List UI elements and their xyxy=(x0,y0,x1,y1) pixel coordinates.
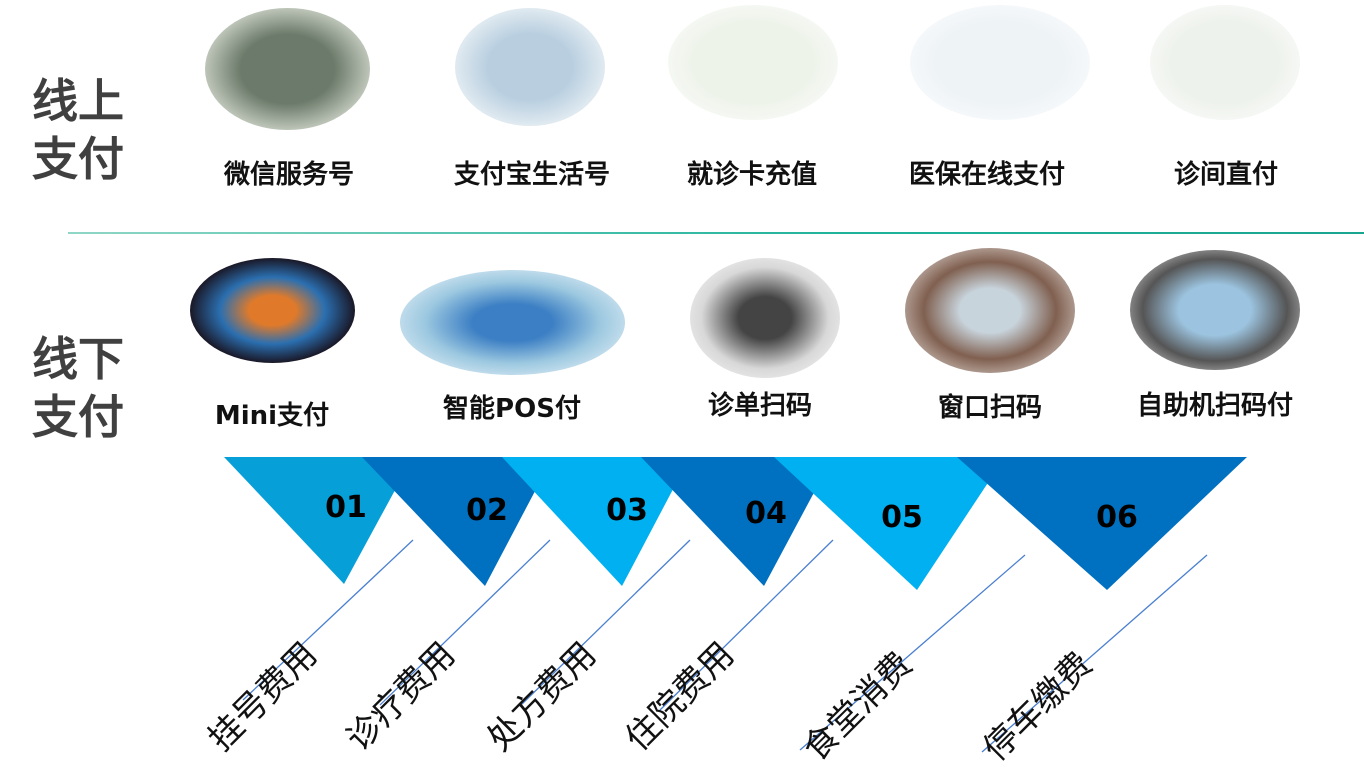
step-guide-line xyxy=(379,539,551,706)
card-recharge-screenshot xyxy=(668,5,838,120)
step-number: 01 xyxy=(325,490,367,525)
step-triangle-03 xyxy=(502,457,690,586)
caption-kiosk-scan: 自助机扫码付 xyxy=(1136,391,1294,421)
caption-card-recharge: 就诊卡充值 xyxy=(686,160,818,190)
caption-smart-pos: 智能POS付 xyxy=(443,394,581,424)
mini-tablet-photo xyxy=(190,258,355,363)
step-number: 02 xyxy=(466,493,508,528)
kiosk-scan-photo xyxy=(1130,250,1300,370)
clinic-direct-pay-screenshot xyxy=(1150,5,1300,120)
offline-payment-title: 线下支付 xyxy=(32,332,124,444)
caption-insurance: 医保在线支付 xyxy=(908,160,1066,190)
caption-window-scan: 窗口扫码 xyxy=(937,393,1043,423)
step-triangle-05 xyxy=(774,457,1005,590)
step-triangle-06 xyxy=(957,457,1247,590)
step-guide-line xyxy=(981,554,1208,753)
step-guide-line xyxy=(799,554,1026,751)
bill-scan-photo xyxy=(690,258,840,378)
window-scan-photo xyxy=(905,248,1075,373)
caption-clinic-pay: 诊间直付 xyxy=(1173,160,1279,190)
section-divider xyxy=(68,232,1364,234)
step-guide-line xyxy=(520,539,691,706)
step-triangle-01 xyxy=(224,457,413,584)
insurance-payment-screenshot xyxy=(910,5,1090,120)
step-number: 06 xyxy=(1096,500,1138,535)
caption-wechat: 微信服务号 xyxy=(223,160,355,190)
step-number: 05 xyxy=(881,500,923,535)
caption-mini-pay: Mini支付 xyxy=(214,401,330,431)
alipay-photo xyxy=(455,8,605,126)
step-number: 04 xyxy=(745,496,787,531)
online-payment-title: 线上支付 xyxy=(32,74,124,186)
step-guide-line xyxy=(242,539,414,701)
caption-alipay: 支付宝生活号 xyxy=(453,160,611,190)
step-guide-line xyxy=(659,539,834,711)
wechat-payment-photo xyxy=(205,8,370,130)
step-number: 03 xyxy=(606,493,648,528)
caption-bill-scan: 诊单扫码 xyxy=(707,391,813,421)
pos-terminal-photo xyxy=(400,270,625,375)
step-triangle-04 xyxy=(641,457,833,586)
step-triangle-02 xyxy=(362,457,553,586)
